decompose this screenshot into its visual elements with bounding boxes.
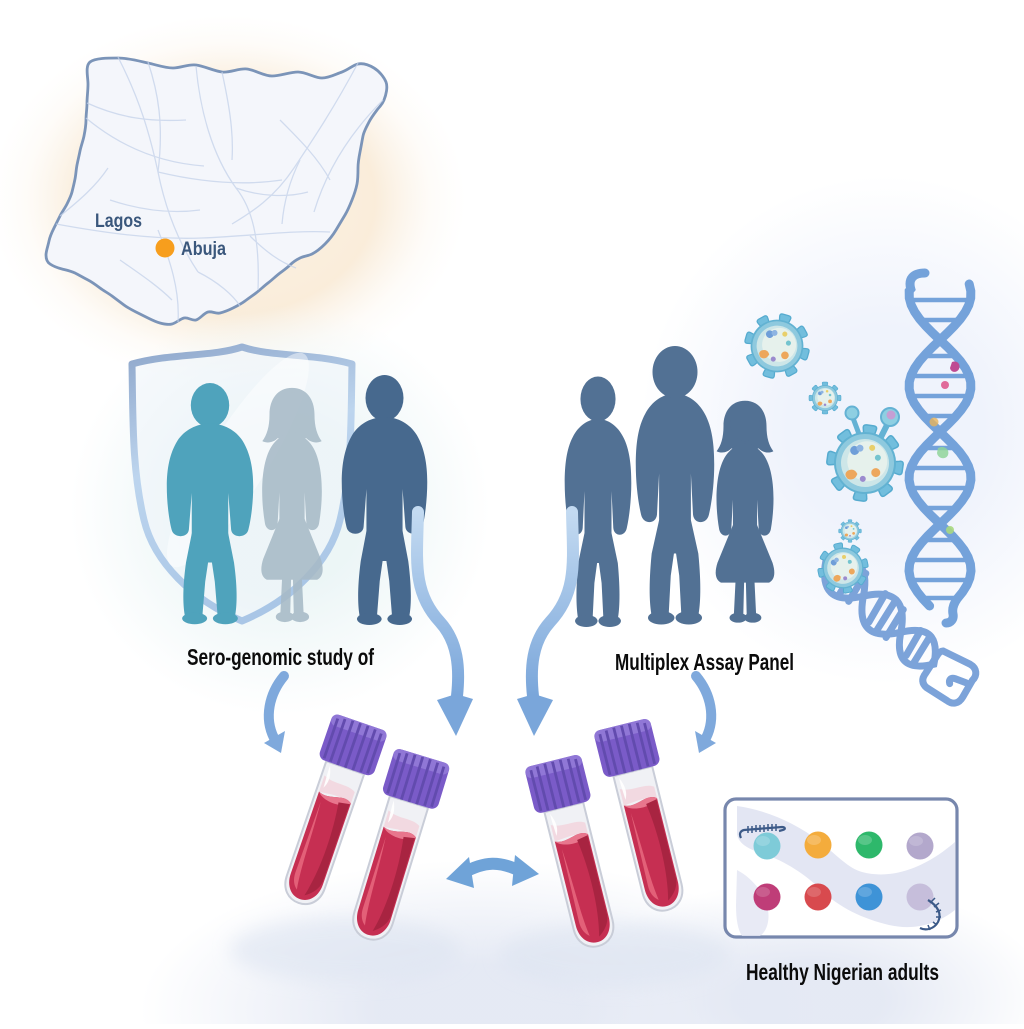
svg-text:Abuja: Abuja xyxy=(181,239,226,260)
svg-text:Multiplex Assay Panel: Multiplex Assay Panel xyxy=(615,649,794,675)
svg-text:Healthy Nigerian adults: Healthy Nigerian adults xyxy=(746,959,939,985)
svg-text:Sero-genomic study of: Sero-genomic study of xyxy=(187,644,374,670)
svg-text:Lagos: Lagos xyxy=(95,211,142,232)
